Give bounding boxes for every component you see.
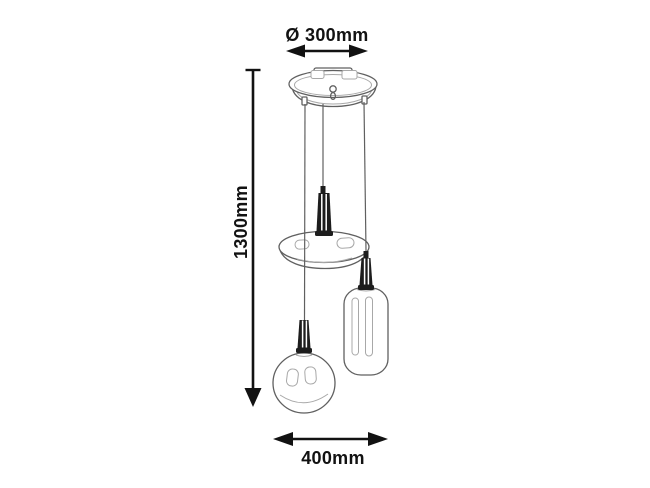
capsule-highlight-left (351, 297, 359, 356)
capsule-highlight-right (365, 296, 373, 357)
cord-left (303, 103, 306, 321)
arrowhead-left-icon (273, 432, 293, 446)
sphere-body (272, 352, 336, 414)
socket-right-stripe (363, 258, 370, 285)
canopy-screw-body (329, 91, 337, 101)
socket-middle (315, 186, 333, 236)
socket-middle-stripe (321, 194, 327, 231)
arrowhead-left-icon (286, 44, 305, 58)
socket-right-neck (363, 251, 369, 259)
diameter-dimension: Ø 300mm (285, 25, 368, 58)
suspension-cords (303, 101, 367, 321)
capsule-top-opening (356, 289, 376, 292)
disc-highlight-left (294, 239, 310, 250)
socket-left-body (297, 320, 311, 348)
cord-grip-left (301, 96, 308, 106)
disc-body (278, 230, 370, 264)
socket-left-stripe (301, 320, 308, 348)
arrowhead-down-icon (244, 388, 262, 407)
width-dimension: 400mm (273, 432, 388, 468)
socket-left-base (296, 348, 312, 353)
diameter-label: Ø 300mm (285, 25, 368, 45)
ceiling-canopy (288, 67, 378, 108)
canopy-slot-left (310, 70, 325, 79)
arrowhead-right-icon (349, 44, 368, 58)
arrowhead-right-icon (368, 432, 388, 446)
socket-right (358, 251, 374, 290)
cord-right (363, 101, 367, 252)
canopy-skirt-inner (295, 87, 373, 105)
socket-middle-base (315, 231, 333, 236)
canopy-slot-right (341, 70, 358, 80)
height-label: 1300mm (231, 185, 251, 259)
disc-highlight-right (336, 237, 355, 249)
width-label: 400mm (301, 448, 365, 468)
sphere-top-opening (295, 354, 313, 357)
disc-shade (278, 230, 370, 270)
socket-middle-body (316, 193, 332, 231)
disc-inner-arc (296, 257, 353, 263)
sphere-inner-arc (279, 393, 329, 404)
capsule-shade (343, 287, 389, 376)
socket-right-body (359, 258, 373, 285)
socket-middle-neck (320, 186, 326, 194)
sphere-shade (272, 352, 336, 414)
socket-right-base (358, 285, 374, 290)
canopy-inner-rim (294, 74, 372, 96)
socket-left (296, 320, 312, 353)
height-dimension: 1300mm (231, 68, 262, 407)
sphere-highlight-right (304, 366, 317, 385)
sphere-highlight-left (286, 368, 299, 387)
